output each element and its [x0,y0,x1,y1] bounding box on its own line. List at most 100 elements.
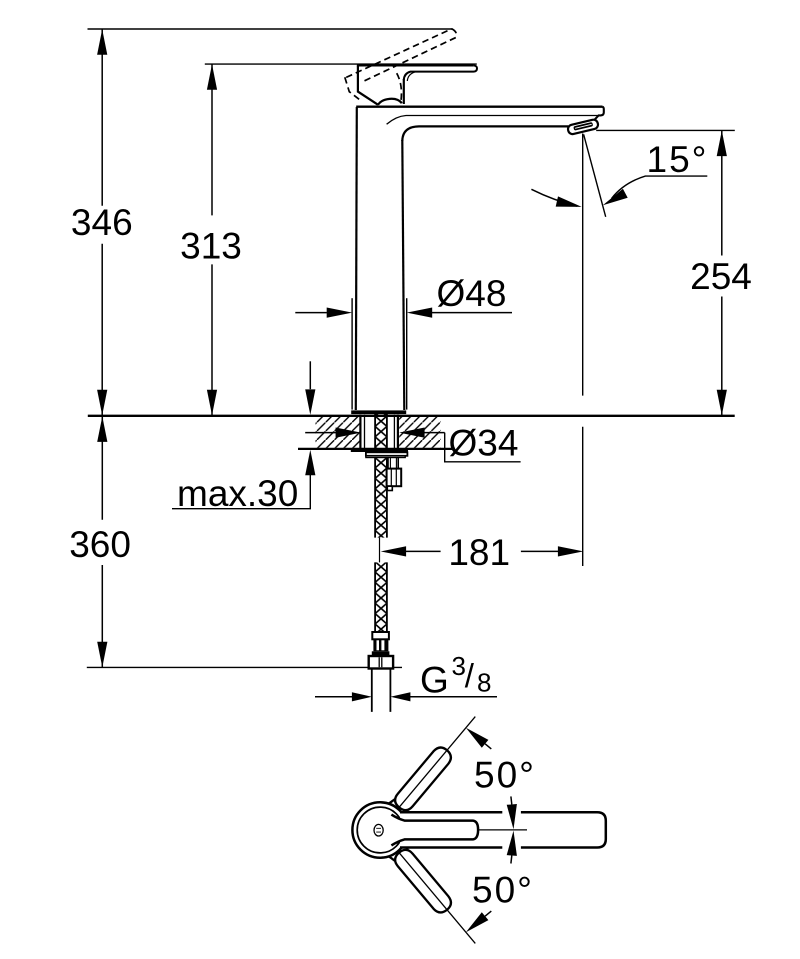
dim-d34-label: Ø34 [449,423,519,464]
stub-hose-walls [387,457,399,469]
dim-g38-label-denominator: 8 [477,668,491,698]
aerator [566,118,600,136]
mounting-shank [350,414,409,492]
dim-d48-arrow-right [406,307,433,318]
spout-tip [592,105,605,122]
hose-crimp-slot2 [381,640,385,651]
dim-d48-arrow-left [326,307,353,318]
dim-50-up-stub-inner [510,796,513,805]
aerator-slot-line [574,123,592,129]
dim-max30-label: max.30 [177,473,298,514]
dim-181-arrow-right [557,546,584,557]
dim-d34: Ø34 [305,423,521,464]
base-plate [351,410,407,415]
dim-50-down: 50° [465,830,534,933]
dim-181-arrow-left [380,546,407,557]
handle-swung-down-centerline [388,840,476,944]
hose-union-nut [367,654,395,670]
washer-plate [350,449,408,452]
column-left-edge [354,106,358,411]
handle-plan [390,813,480,847]
dim-346: 346 [71,29,133,416]
dim-254-arrow-top [716,130,727,157]
raised-lever-top [345,28,453,79]
dim-max30: max.30 [172,361,316,514]
logo-ellipse [373,823,384,837]
dim-g38-label-numerator: 3 [452,651,466,681]
dim-254: 254 [690,130,752,416]
handle-swung-up-centerline [388,716,476,820]
stub-hose-nut [385,467,403,488]
dim-50-down-label: 50° [472,870,534,911]
dim-50-up: 50° [465,727,536,830]
thread-nipple [370,668,392,712]
dim-max30-arrow-top [305,389,316,415]
dim-346-arrow-top [97,29,108,55]
column-right-edge [401,139,406,411]
raised-lever-bottom [364,36,457,82]
dim-g38-label-g: G [420,660,449,701]
dim-50-up-arrow-outer [465,727,489,748]
supply-hose [374,413,388,632]
dim-313: 313 [180,64,242,416]
shank-inner-walls [363,414,396,450]
shank-walls [359,414,399,450]
dim-max30-arrow-bottom [305,449,316,476]
dim-d48: Ø48 [295,273,512,318]
dim-50-up-arrow-inner [506,804,517,830]
dim-313-arrow-bottom [206,389,218,416]
dim-g38-arrow-right [390,692,411,702]
raised-hub-left [343,77,363,103]
stub-hose-nut-facets [390,469,397,486]
dim-g38-arrow-left [351,692,372,702]
hose-step [371,651,390,656]
dim-d34-arrow-left [335,427,362,438]
dim-d48-label: Ø48 [437,273,507,314]
dim-346-arrow-bottom [97,389,108,416]
mounting-deck [87,414,735,450]
handle-hub-left [356,65,379,106]
dim-d34-leader-box [444,432,521,463]
dim-50-up-label: 50° [474,755,536,796]
hose-end-fitting [367,631,395,712]
dim-50-down-stub-outer [484,910,492,917]
brand-logo [373,823,384,837]
dim-181: 181 [380,532,584,573]
dim-15deg: 15° [531,139,708,207]
top-view: 50° 50° [351,716,608,944]
dim-15-arrow-right [602,188,628,206]
dim-d34-arrow-right [399,427,425,438]
hose-crimp-slot1 [376,640,379,651]
dim-15-label: 15° [647,139,709,180]
raised-lever-tip [451,28,458,38]
stub-hose-inner [389,457,397,469]
raised-neck-edge [395,72,403,103]
cartridge-dome [377,97,403,106]
lever-handle [356,64,479,106]
dim-50-up-stub-outer [484,743,492,750]
faucet-body [351,105,605,415]
dim-360-arrow-bottom [97,641,108,668]
dim-360-label: 360 [69,524,131,565]
dim-181-label: 181 [448,532,510,573]
dim-313-label: 313 [180,225,242,266]
stub-hose-tail [386,485,394,492]
dim-313-arrow-top [206,64,218,90]
dim-360-arrow-top [97,416,108,442]
union-nut-facets [378,657,383,668]
aerator-angle-line [582,134,607,217]
dim-254-label: 254 [690,256,752,297]
hose-ferrule [371,631,390,641]
lever-neck-fillet [406,71,416,82]
hose-crimp [373,639,389,652]
lever-handle-raised [343,28,458,103]
dim-g38: G 3 / 8 [315,651,497,702]
spout-top-edge-line [386,114,598,125]
dim-254-arrow-bottom [716,389,727,416]
lever-underside [402,64,479,80]
dim-50-down-arrow-inner [506,830,517,856]
spout-underside [401,125,569,142]
dim-346-label: 346 [71,202,133,243]
